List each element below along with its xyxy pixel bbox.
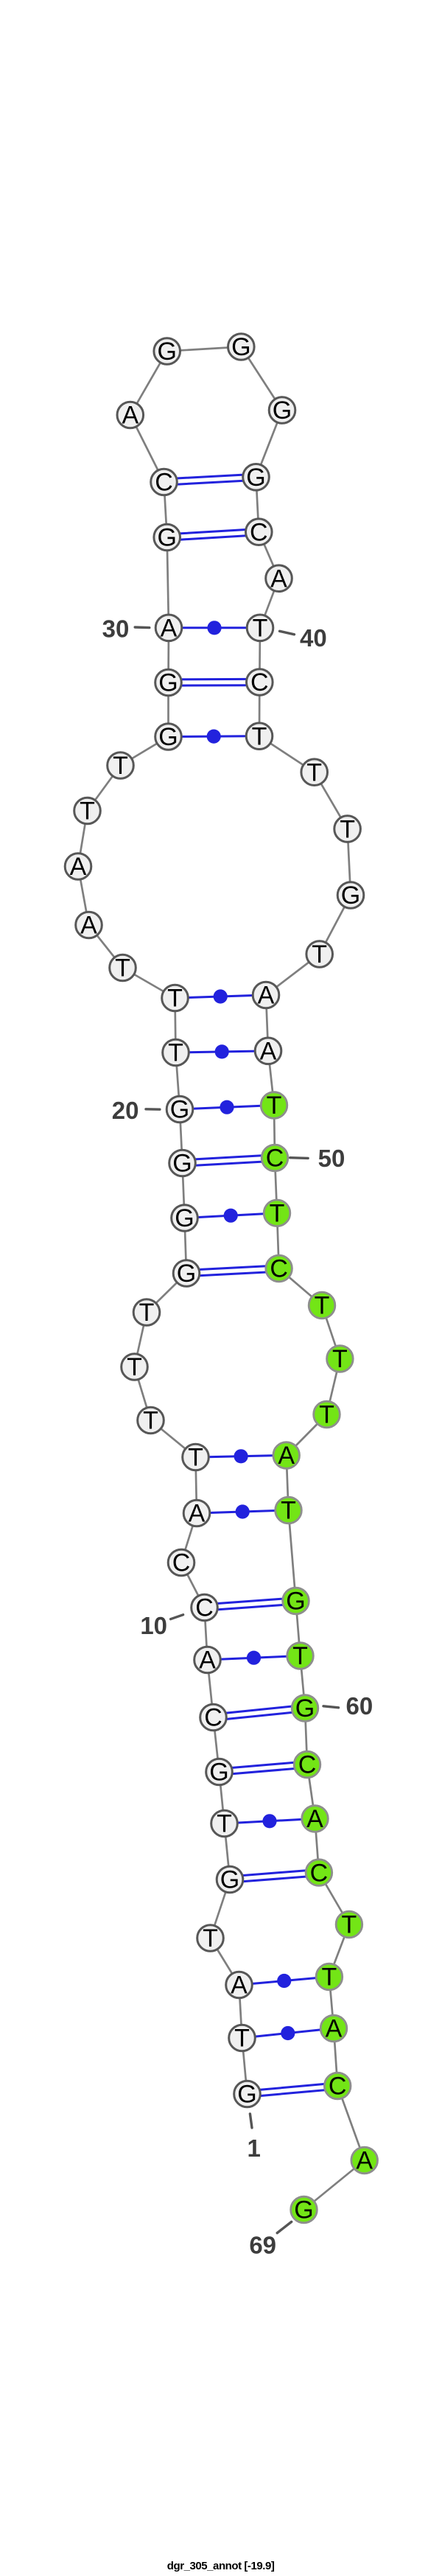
svg-text:G: G — [177, 1260, 196, 1288]
svg-text:T: T — [168, 1039, 183, 1067]
svg-text:T: T — [167, 985, 183, 1013]
svg-text:20: 20 — [112, 1097, 139, 1124]
svg-text:T: T — [342, 1911, 357, 1939]
svg-text:T: T — [292, 1642, 308, 1670]
svg-text:T: T — [113, 752, 128, 780]
svg-text:G: G — [286, 1588, 305, 1616]
svg-text:dgr_305_annot [-19.9]: dgr_305_annot [-19.9] — [167, 2560, 275, 2572]
svg-text:T: T — [315, 1292, 330, 1320]
svg-text:A: A — [258, 982, 275, 1010]
svg-text:A: A — [199, 1647, 216, 1675]
svg-text:A: A — [260, 1038, 277, 1066]
svg-text:T: T — [234, 2025, 250, 2053]
svg-text:G: G — [246, 464, 265, 492]
svg-text:A: A — [122, 402, 138, 430]
svg-text:C: C — [298, 1751, 317, 1779]
svg-text:10: 10 — [140, 1612, 167, 1639]
svg-text:A: A — [306, 1805, 323, 1833]
svg-text:G: G — [157, 338, 176, 366]
svg-text:C: C — [204, 1704, 222, 1732]
svg-text:T: T — [115, 954, 130, 982]
svg-text:G: G — [231, 333, 250, 361]
svg-text:C: C — [310, 1859, 329, 1887]
svg-text:T: T — [332, 1345, 348, 1373]
svg-text:A: A — [326, 2015, 343, 2043]
svg-text:T: T — [270, 1200, 285, 1228]
svg-text:C: C — [250, 669, 269, 697]
svg-text:A: A — [80, 912, 97, 940]
svg-text:G: G — [172, 1150, 192, 1178]
svg-text:G: G — [341, 882, 360, 910]
svg-text:T: T — [127, 1353, 142, 1381]
svg-text:30: 30 — [102, 615, 130, 643]
svg-text:69: 69 — [249, 2231, 276, 2258]
svg-text:A: A — [356, 2147, 373, 2175]
svg-text:T: T — [281, 1497, 296, 1525]
svg-text:C: C — [329, 2073, 347, 2101]
svg-text:T: T — [322, 1964, 337, 1992]
svg-text:C: C — [270, 1255, 288, 1283]
svg-text:A: A — [189, 1500, 206, 1528]
svg-text:60: 60 — [346, 1692, 373, 1720]
svg-text:C: C — [250, 518, 268, 546]
svg-text:G: G — [158, 669, 178, 697]
svg-text:G: G — [175, 1204, 194, 1232]
svg-text:40: 40 — [300, 624, 327, 652]
svg-text:T: T — [143, 1407, 158, 1435]
svg-text:C: C — [195, 1594, 214, 1622]
svg-text:G: G — [158, 723, 178, 751]
svg-text:T: T — [319, 1401, 334, 1429]
svg-text:G: G — [294, 2196, 313, 2224]
svg-text:T: T — [312, 940, 327, 968]
svg-text:G: G — [237, 2081, 256, 2109]
svg-text:T: T — [139, 1299, 155, 1327]
svg-text:T: T — [188, 1444, 203, 1472]
svg-text:G: G — [295, 1694, 315, 1722]
svg-text:T: T — [306, 758, 322, 786]
svg-text:C: C — [155, 469, 173, 497]
svg-text:G: G — [157, 524, 176, 552]
svg-text:T: T — [253, 615, 268, 643]
svg-text:1: 1 — [248, 2135, 261, 2162]
svg-text:G: G — [209, 1759, 228, 1787]
svg-text:G: G — [273, 397, 292, 425]
svg-text:T: T — [217, 1810, 232, 1838]
svg-text:G: G — [220, 1866, 239, 1894]
svg-text:A: A — [231, 1972, 248, 2000]
svg-text:T: T — [252, 722, 267, 750]
svg-text:A: A — [161, 615, 178, 643]
svg-text:A: A — [278, 1442, 295, 1470]
svg-text:50: 50 — [318, 1145, 345, 1172]
svg-text:A: A — [270, 565, 287, 593]
svg-text:C: C — [172, 1549, 191, 1577]
svg-text:A: A — [70, 853, 87, 881]
svg-text:T: T — [80, 797, 95, 825]
svg-text:G: G — [170, 1096, 189, 1124]
svg-text:C: C — [266, 1145, 284, 1173]
svg-text:T: T — [340, 815, 355, 843]
svg-text:T: T — [203, 1924, 218, 1952]
svg-text:T: T — [267, 1092, 282, 1120]
